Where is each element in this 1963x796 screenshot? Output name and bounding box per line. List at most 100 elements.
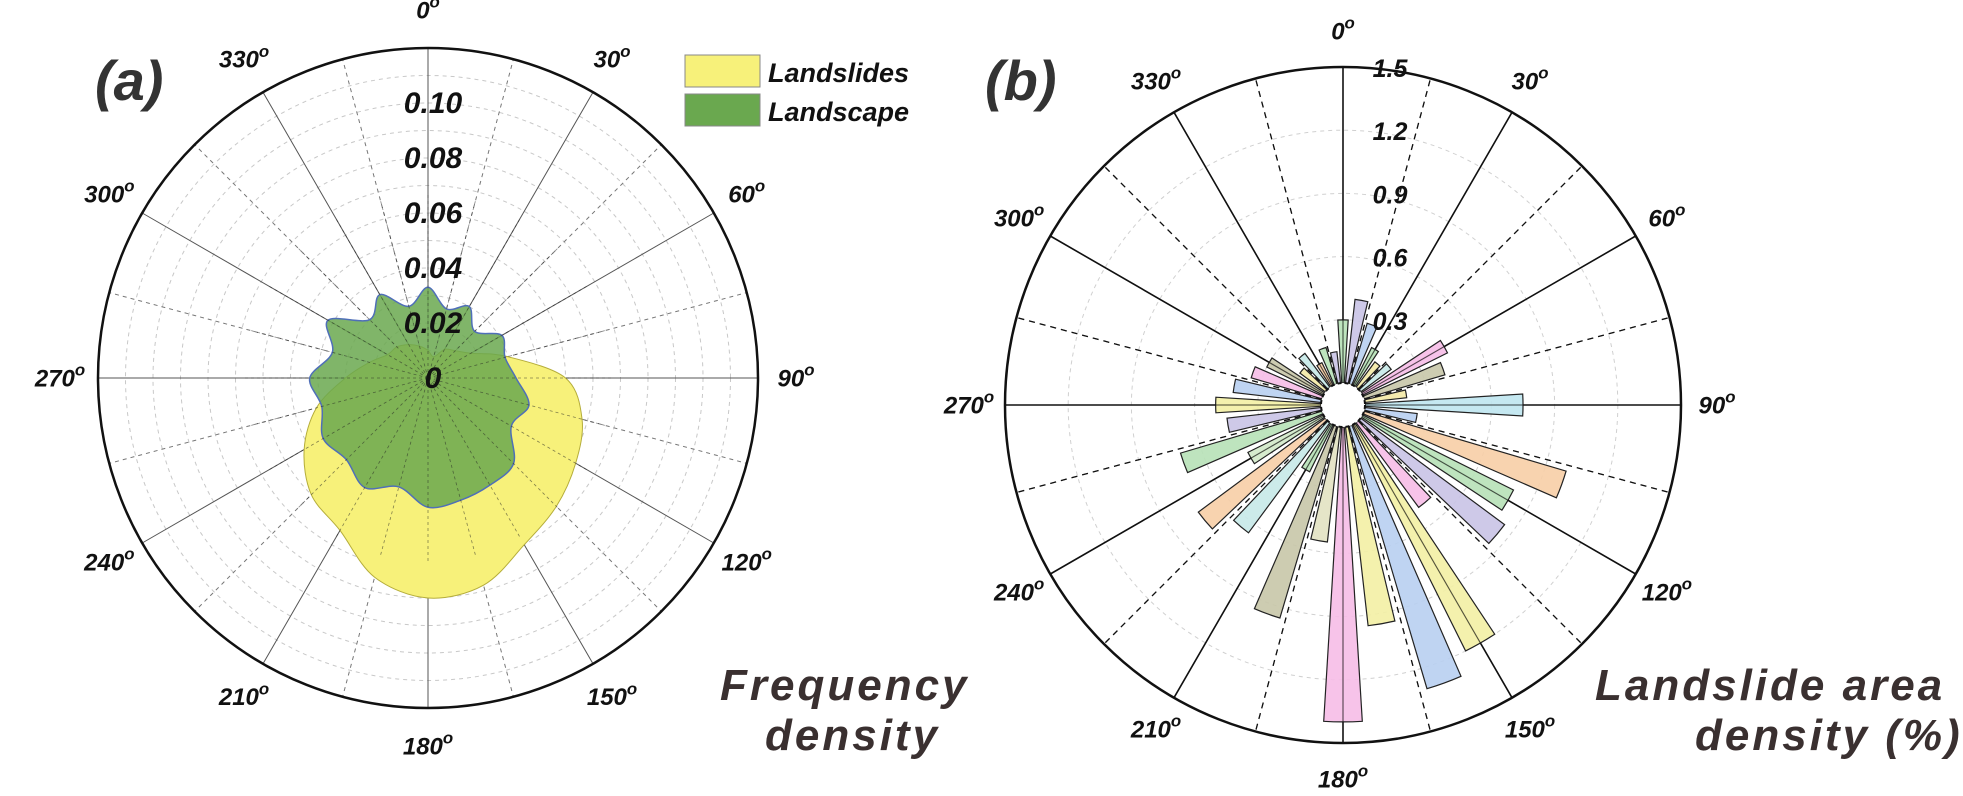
panel-a-area-spoke [427,377,589,471]
panel-a-angle-label: 120o [722,545,772,577]
panel-b-angle-label: 330o [1131,64,1181,96]
panel-b-overlay-spoke [1348,78,1431,384]
panel-a-area-spoke [267,285,429,379]
panel-b-radial-tick-label: 0.9 [1373,181,1408,209]
panel-b-angle-label: 180o [1318,762,1368,794]
panel-b-angle-label: 60o [1648,201,1685,233]
panel-b-overlay-spoke [1255,78,1338,384]
panel-a-title-line-1: Frequency [720,661,970,710]
panel-a-chart: 00.020.040.060.080.100o30o60o90o120o150o… [34,0,815,760]
panel-b-radial-tick-label: 1.2 [1373,118,1408,146]
panel-a-grid-spoke [427,144,662,379]
panel-b-angle-label: 210o [1130,712,1181,744]
panel-b-rose-bar [1355,361,1381,390]
panel-b-angle-label: 150o [1505,712,1555,744]
panel-b-title-line-2: density (%) [1695,711,1963,760]
panel-a-radial-tick-label: 0.10 [404,87,463,120]
panel-a-area-spoke [249,329,429,379]
panel-a-grid-spoke [427,377,747,464]
panel-b-angle-label: 120o [1642,575,1692,607]
panel-b-overlay-spoke [1364,317,1670,400]
panel-a-angle-label: 210o [218,679,269,711]
panel-b-overlay-spoke [1353,423,1513,698]
panel-b-overlay-spoke [1050,235,1325,395]
panel-b-overlay-spoke [1103,165,1328,390]
panel-a-area-spoke [427,329,607,379]
panel-a-area-spoke [297,247,429,379]
panel-a-outer-circle [96,46,760,710]
panel-a-grid-spoke [427,292,747,379]
panel-b-title-line-1: Landslide area [1595,661,1945,710]
panel-a-angle-label: 30o [594,42,631,74]
panel-a-angle-label: 180o [403,729,453,761]
panel-a-area-spoke [427,377,521,539]
panel-a-angle-label: 60o [728,177,765,209]
panel-a-grid-spoke [109,292,429,379]
panel-a-area-spoke [427,377,477,557]
panel-b-angle-label: 240o [993,575,1044,607]
panel-b-rose-bar [1348,424,1462,690]
panel-a-grid-spoke [427,377,514,697]
panel-b-radial-tick-label: 0.3 [1373,308,1408,336]
panel-a-angle-label: 90o [778,361,815,393]
panel-b-rose-bar [1253,424,1338,619]
panel-b-angle-label: 90o [1699,388,1736,420]
panel-b-label: (b) [985,49,1057,112]
panel-b-radial-tick-label: 1.5 [1373,55,1409,83]
panel-a-grid-spoke [342,59,429,379]
panel-a-area-spoke [427,377,607,427]
panel-b-rose-bar [1179,410,1324,474]
panel-a-title-line-2: density [765,711,940,760]
panel-b-overlay-spoke [1358,420,1583,645]
panel-b-overlay-spoke [1016,410,1322,493]
panel-b-overlay-spoke [1361,235,1636,395]
panel-a-angle-label: 330o [219,42,269,74]
panel-a-grid-spoke [427,59,514,379]
legend-swatch-landslides [684,54,761,88]
panel-b-overlay-spoke [1348,426,1431,732]
panel-b-rose-bar [1363,389,1408,404]
panel-b-rose-bar [1355,420,1432,509]
panel-b-overlay-spoke [1016,317,1322,400]
panel-b-overlay-spoke [1173,423,1333,698]
panel-b-rose-bar [1299,367,1328,393]
panel-a-area-spoke [427,199,477,379]
panel-a-area-spoke [249,377,429,427]
legend-label-landslides: Landslides [768,58,909,88]
panel-b-outer-circle [1003,65,1683,745]
panel-a-label: (a) [95,49,163,112]
panel-b-overlay-spoke [1353,112,1513,387]
panel-a-radial-tick-label: 0.08 [404,142,463,175]
panel-a-area-spoke [427,377,559,509]
legend-label-landscape: Landscape [768,97,909,127]
panel-a-grid-spoke [427,377,662,612]
panel-a-area-spoke [335,377,429,539]
panel-b-overlay-spoke [1173,112,1333,387]
panel-b-angle-label: 300o [994,201,1044,233]
panel-b-angle-label: 270o [943,388,994,420]
panel-b-radial-tick-label: 0.6 [1373,245,1409,273]
panel-a-area-spoke [267,377,429,471]
panel-a-radial-tick-label: 0.06 [404,197,463,230]
panel-b-overlay-spoke [1358,165,1583,390]
panel-a-area-spoke [427,217,521,379]
panel-a-radial-tick-label: 0 [425,362,442,395]
panel-b-rose-bar [1348,322,1378,386]
panel-a-grid-spoke [109,377,429,464]
panel-a-angle-label: 240o [83,545,134,577]
panel-b-rose-bar [1250,366,1324,400]
panel-a-area-spoke [335,217,429,379]
panel-a-area-spoke [427,285,589,379]
panel-a-area-spoke [427,247,559,379]
panel-a-radial-tick-label: 0.04 [404,252,463,285]
panel-a-grid-spoke [194,144,429,379]
panel-a-angle-label: 0o [416,0,440,24]
panel-a-grid-spoke [342,377,429,697]
panel-a-angle-label: 270o [34,361,85,393]
panel-a-legend: Landslides Landscape [684,54,909,127]
panel-b-inner-hub [1320,382,1366,428]
panel-b-angle-label: 30o [1512,64,1549,96]
panel-a-area-spoke [297,377,429,509]
panel-a-radial-tick-label: 0.02 [404,307,463,340]
